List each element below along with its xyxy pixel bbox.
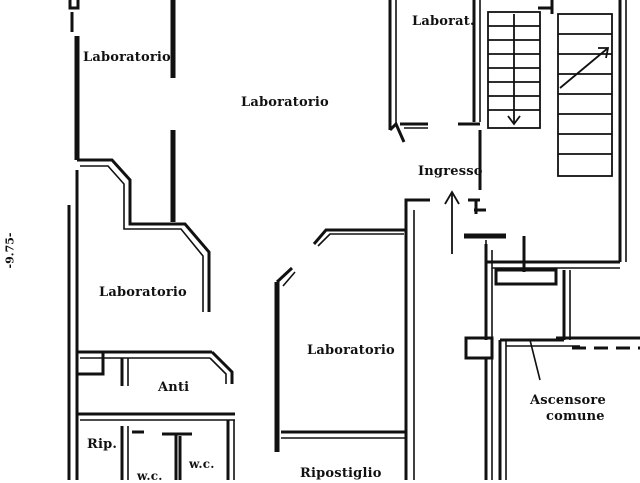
room-label-anti: Anti	[158, 380, 190, 395]
entrance-arrow-icon	[444, 190, 460, 254]
dimension-label: -9.75-	[3, 232, 17, 269]
room-label-ingresso: Ingresso	[418, 164, 483, 179]
laborat-room-walls	[388, 0, 486, 212]
room-label-laboratorio-mid-left: Laboratorio	[99, 285, 187, 300]
left-outer-walls	[67, 0, 80, 480]
room-label-comune: comune	[546, 409, 605, 424]
room-label-ascensore: Ascensore	[530, 393, 606, 408]
wall-stepped-left	[77, 158, 211, 312]
right-structure-walls	[464, 0, 640, 480]
entrance-door	[464, 200, 506, 248]
room-label-laboratorio-center: Laboratorio	[241, 95, 329, 110]
staircase	[487, 0, 613, 177]
stair-treads-right	[558, 33, 612, 155]
room-label-wc-2: w.c.	[189, 457, 215, 471]
room-label-laborat: Laborat.	[412, 14, 475, 29]
room-label-laboratorio-top-left: Laboratorio	[83, 50, 171, 65]
central-lab-walls	[274, 198, 430, 480]
anti-room-walls	[77, 350, 235, 480]
room-label-rip: Rip.	[87, 437, 118, 452]
room-label-wc-1: w.c.	[137, 469, 163, 483]
room-label-ripostiglio: Ripostiglio	[300, 466, 382, 481]
wall-stepped-left-inner	[80, 165, 204, 312]
room-label-laboratorio-mid-right: Laboratorio	[307, 343, 395, 358]
